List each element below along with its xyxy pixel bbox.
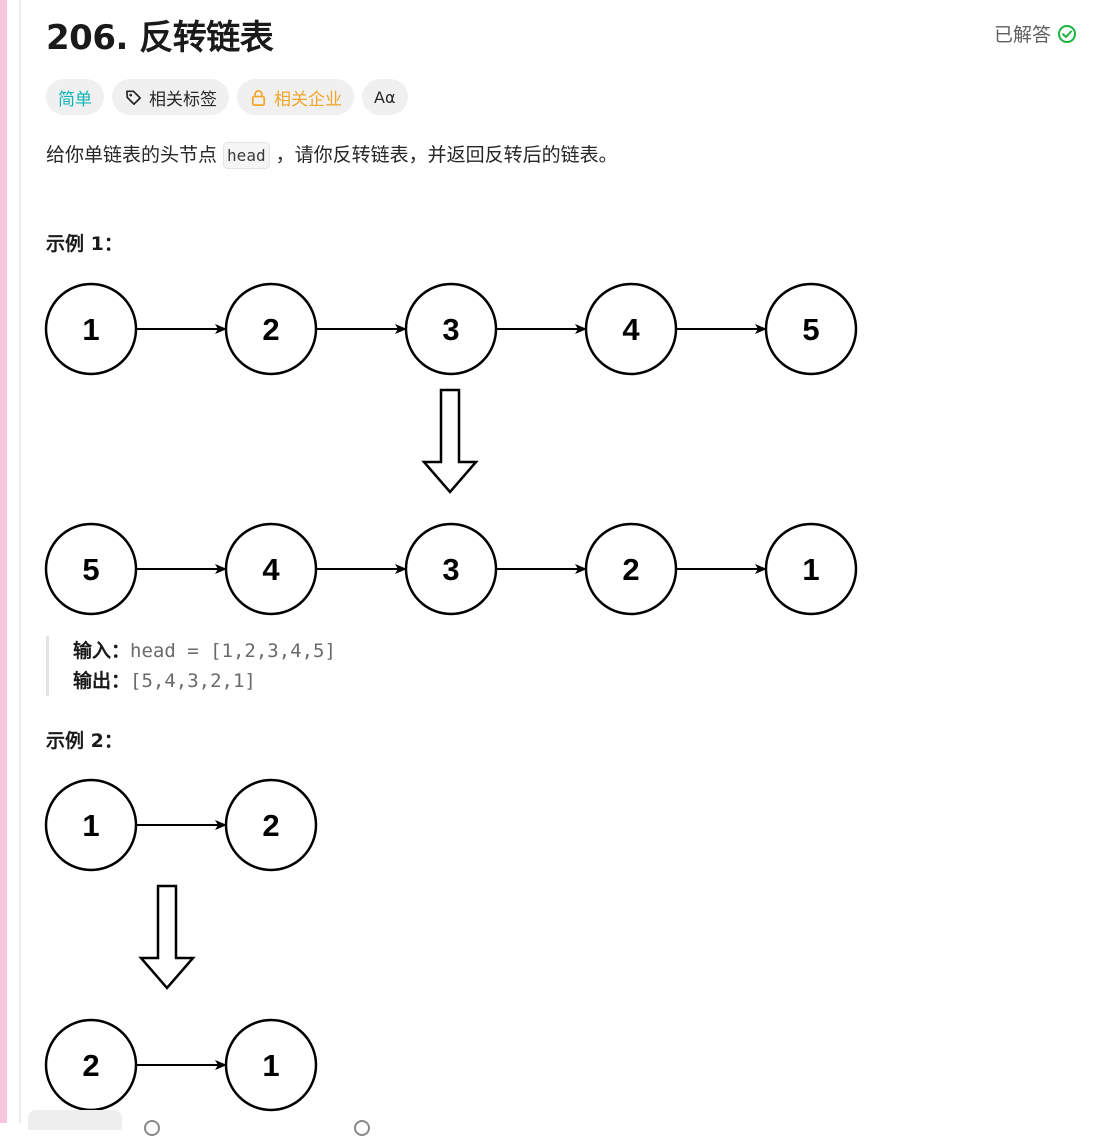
svg-text:1: 1 <box>82 312 99 347</box>
bottom-tab[interactable] <box>28 1110 122 1130</box>
list-node: 4 <box>584 282 678 376</box>
list-node: 5 <box>44 522 138 616</box>
example-1-bottom-row: 5 4 3 2 1 <box>44 522 858 616</box>
list-node: 1 <box>44 282 138 376</box>
svg-text:5: 5 <box>802 312 819 347</box>
related-companies-label: 相关企业 <box>274 89 342 110</box>
example-1-io: 输入：head = [1,2,3,4,5] 输出：[5,4,3,2,1] <box>46 636 336 696</box>
svg-text:1: 1 <box>82 808 99 843</box>
list-node: 5 <box>764 282 858 376</box>
description-text-after: ，请你反转链表，并返回反转后的链表。 <box>269 144 618 166</box>
font-size-icon: Aα <box>374 87 396 107</box>
list-node: 4 <box>224 522 318 616</box>
output-label: 输出： <box>73 670 131 692</box>
svg-text:2: 2 <box>82 1048 99 1083</box>
difficulty-badge[interactable]: 简单 <box>46 79 104 115</box>
list-node: 3 <box>404 282 498 376</box>
bottom-toolbar-icon[interactable] <box>354 1120 370 1136</box>
input-value: head = [1,2,3,4,5] <box>130 640 336 662</box>
svg-text:1: 1 <box>802 552 819 587</box>
solved-status: 已解答 <box>994 20 1077 47</box>
example-2-bottom-row: 2 1 <box>44 1018 318 1112</box>
example-1-title: 示例 1： <box>46 233 123 255</box>
example-1-input-line: 输入：head = [1,2,3,4,5] <box>73 636 336 666</box>
list-node: 1 <box>44 778 138 872</box>
tag-row: 简单 相关标签 相关企业 Aα <box>46 79 408 115</box>
bottom-toolbar-icon[interactable] <box>144 1120 160 1136</box>
example-1-output-line: 输出：[5,4,3,2,1] <box>73 666 336 696</box>
svg-text:2: 2 <box>622 552 639 587</box>
difficulty-label: 简单 <box>58 89 92 110</box>
panel-divider[interactable] <box>19 0 21 1123</box>
check-circle-icon <box>1058 24 1076 43</box>
problem-title: 206. 反转链表 <box>46 18 274 58</box>
font-size-button[interactable]: Aα <box>362 79 408 115</box>
svg-text:3: 3 <box>442 312 459 347</box>
svg-text:5: 5 <box>82 552 99 587</box>
svg-text:1: 1 <box>262 1048 279 1083</box>
svg-text:2: 2 <box>262 808 279 843</box>
input-label: 输入： <box>73 640 131 662</box>
list-node: 2 <box>44 1018 138 1112</box>
description-text-before: 给你单链表的头节点 <box>46 144 224 166</box>
example-2-top-row: 1 2 <box>44 778 318 872</box>
list-node: 2 <box>224 282 318 376</box>
svg-text:4: 4 <box>262 552 280 587</box>
list-node: 3 <box>404 522 498 616</box>
down-arrow-icon <box>421 388 479 494</box>
list-node: 1 <box>764 522 858 616</box>
solved-label: 已解答 <box>993 24 1051 46</box>
down-arrow-icon <box>138 884 196 990</box>
list-node: 2 <box>584 522 678 616</box>
svg-text:2: 2 <box>262 312 279 347</box>
svg-text:4: 4 <box>622 312 640 347</box>
problem-description: 给你单链表的头节点 head ，请你反转链表，并返回反转后的链表。 <box>46 140 618 169</box>
related-tags-button[interactable]: 相关标签 <box>112 79 229 115</box>
related-tags-label: 相关标签 <box>149 89 217 110</box>
example-2-title: 示例 2： <box>46 730 123 752</box>
inline-code-head: head <box>223 142 270 169</box>
list-node: 2 <box>224 778 318 872</box>
example-1-diagram: 1 2 3 4 5 5 4 3 2 1 <box>44 282 858 616</box>
svg-text:3: 3 <box>442 552 459 587</box>
tag-icon <box>125 89 142 105</box>
bottom-toolbar <box>28 1108 1102 1136</box>
list-node: 1 <box>224 1018 318 1112</box>
example-1-top-row: 1 2 3 4 5 <box>44 282 858 376</box>
lock-icon <box>251 89 266 106</box>
left-accent-strip <box>0 0 7 1123</box>
output-value: [5,4,3,2,1] <box>130 670 256 692</box>
related-companies-button[interactable]: 相关企业 <box>237 79 354 115</box>
example-2-diagram: 1 2 2 1 <box>44 778 318 1112</box>
